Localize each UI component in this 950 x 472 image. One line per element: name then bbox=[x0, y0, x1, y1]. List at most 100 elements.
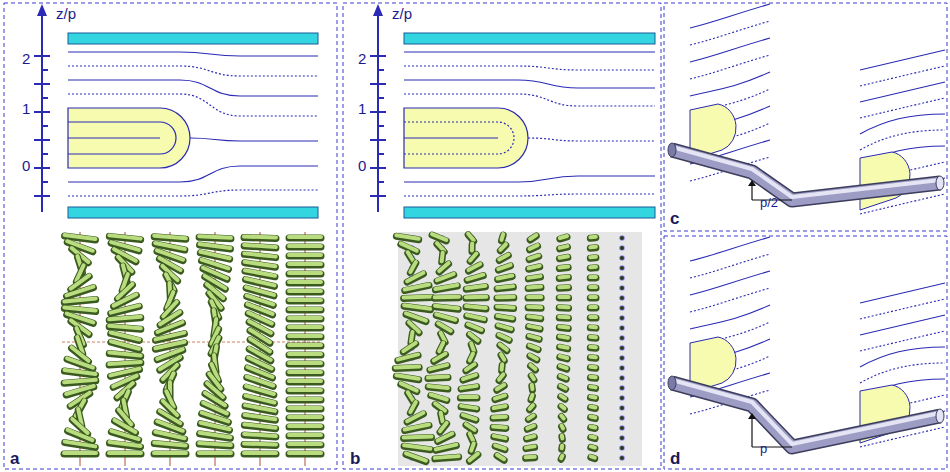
director-rod bbox=[406, 313, 426, 320]
rod-end bbox=[529, 385, 535, 391]
director-rod bbox=[437, 274, 454, 280]
director-rod bbox=[155, 243, 185, 249]
director-rod bbox=[590, 354, 595, 362]
director-rod bbox=[289, 271, 321, 278]
director-rod bbox=[289, 316, 321, 323]
director-rod bbox=[526, 446, 535, 447]
director-rod bbox=[460, 395, 477, 399]
director-rod bbox=[289, 397, 321, 401]
director-rod bbox=[289, 244, 321, 251]
director-rod bbox=[199, 451, 231, 458]
axis-tick bbox=[370, 139, 386, 141]
director-rod bbox=[432, 235, 446, 241]
director-rod bbox=[497, 287, 513, 289]
director-rod bbox=[289, 244, 321, 248]
rod-end bbox=[559, 445, 565, 451]
director-rod bbox=[470, 255, 476, 262]
axis-tick bbox=[378, 125, 384, 127]
director-rod bbox=[403, 344, 415, 352]
director-rod bbox=[590, 234, 595, 242]
rod-end bbox=[619, 315, 625, 321]
director-rod bbox=[111, 342, 139, 350]
director-rod bbox=[466, 364, 475, 370]
director-rod bbox=[497, 385, 504, 389]
director-rod bbox=[410, 263, 415, 273]
director-rod bbox=[466, 365, 475, 371]
substrate-plate bbox=[404, 207, 655, 218]
substrate-plate bbox=[404, 33, 655, 44]
director-rod bbox=[435, 456, 459, 458]
director-rod bbox=[527, 427, 534, 430]
director-rod bbox=[430, 365, 447, 369]
director-rod bbox=[405, 285, 429, 290]
rod-end bbox=[620, 326, 624, 330]
director-rod bbox=[246, 287, 274, 295]
director-rod bbox=[590, 314, 596, 321]
director-rod bbox=[590, 265, 596, 269]
director-rod bbox=[530, 385, 535, 389]
director-rod bbox=[289, 289, 321, 293]
director-rod bbox=[560, 367, 567, 369]
defect-core bbox=[68, 108, 190, 168]
director-rod bbox=[404, 435, 432, 440]
layer-line bbox=[860, 98, 945, 118]
director-rod bbox=[530, 356, 537, 360]
director-rod bbox=[245, 406, 275, 412]
director-rod bbox=[428, 376, 448, 377]
director-rod bbox=[289, 406, 321, 410]
director-rod bbox=[469, 264, 481, 270]
director-rod bbox=[435, 295, 459, 300]
midplane-line bbox=[62, 342, 320, 343]
rod-end bbox=[619, 275, 625, 281]
director-rod bbox=[590, 295, 596, 299]
director-rod bbox=[590, 375, 595, 380]
director-rod bbox=[246, 396, 275, 403]
rod-end bbox=[529, 415, 535, 421]
director-rod bbox=[499, 336, 509, 341]
director-rod bbox=[410, 402, 415, 412]
director-rod bbox=[200, 252, 229, 258]
director-rod bbox=[529, 336, 539, 339]
rod-end bbox=[620, 436, 624, 440]
director-rod bbox=[526, 454, 535, 461]
tube-end bbox=[936, 409, 944, 423]
director-rod bbox=[246, 387, 274, 395]
director-rod bbox=[289, 379, 321, 383]
director-rod bbox=[244, 424, 275, 427]
director-rod bbox=[470, 243, 474, 250]
director-rod bbox=[289, 334, 321, 341]
layer-line bbox=[404, 80, 655, 88]
panel-letter: b bbox=[350, 450, 360, 467]
director-rod bbox=[468, 244, 475, 251]
director-rod bbox=[560, 376, 566, 378]
layer-line bbox=[690, 38, 770, 62]
rod-end bbox=[559, 435, 565, 441]
rod-end bbox=[619, 355, 625, 361]
layer-line bbox=[68, 166, 318, 182]
tube-end bbox=[668, 376, 676, 390]
director-rod bbox=[154, 451, 186, 455]
director-rod bbox=[65, 235, 96, 239]
layer-line bbox=[860, 114, 945, 134]
layer-line bbox=[860, 315, 945, 335]
director-rod bbox=[244, 245, 276, 247]
director-rod bbox=[289, 352, 321, 359]
axis-tick bbox=[378, 153, 384, 155]
director-rod bbox=[111, 432, 138, 440]
layer-line bbox=[68, 52, 318, 56]
director-rod bbox=[591, 414, 596, 422]
director-rod bbox=[591, 457, 595, 458]
director-rod bbox=[441, 414, 443, 422]
director-rod bbox=[411, 332, 412, 342]
director-rod bbox=[590, 344, 596, 351]
director-rod bbox=[245, 263, 276, 267]
director-rod bbox=[199, 443, 231, 445]
axis-tick bbox=[42, 181, 48, 183]
director-rod bbox=[289, 352, 321, 356]
director-rod bbox=[466, 425, 475, 431]
director-rod bbox=[560, 436, 565, 439]
director-rod bbox=[530, 405, 533, 409]
director-rod bbox=[497, 286, 513, 288]
layer-line bbox=[528, 138, 655, 141]
director-rod bbox=[468, 234, 474, 241]
